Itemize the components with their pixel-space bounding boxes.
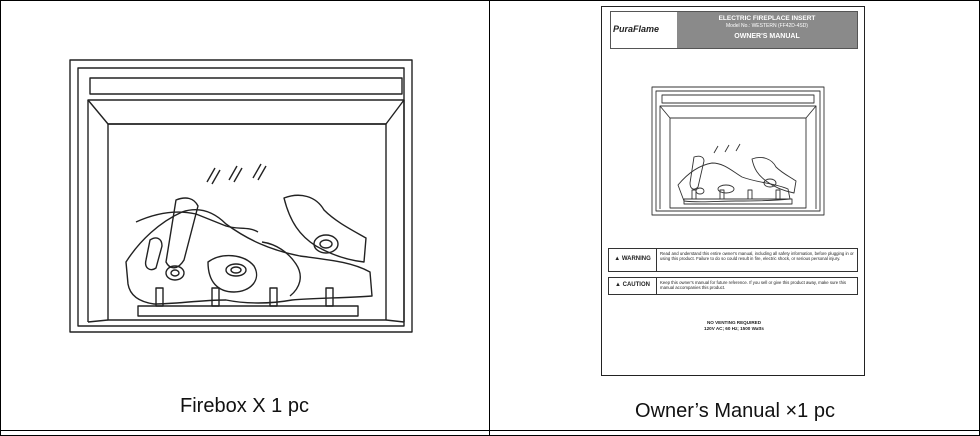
- warning-icon: ▲: [614, 256, 621, 263]
- owners-manual-cover: PuraFlame ELECTRIC FIREPLACE INSERT Mode…: [601, 6, 865, 376]
- caution-icon: ▲: [615, 282, 621, 289]
- manual-fireplace-illustration: [651, 86, 825, 216]
- model-number: Model No.: WESTERN (FF42D-4SD): [726, 23, 808, 29]
- firebox-illustration: [69, 59, 413, 333]
- manual-title: OWNER'S MANUAL: [734, 33, 800, 40]
- product-type: ELECTRIC FIREPLACE INSERT: [718, 15, 816, 22]
- power-rating: 120V AC; 60 Hz; 1500 Watts: [704, 326, 764, 331]
- manual-footer: NO VENTING REQUIRED 120V AC; 60 Hz; 1500…: [602, 320, 866, 332]
- venting-note: NO VENTING REQUIRED: [706, 320, 762, 325]
- manual-header: PuraFlame ELECTRIC FIREPLACE INSERT Mode…: [610, 11, 858, 49]
- warning-text: Read and understand this entire owner's …: [660, 251, 854, 262]
- manual-title-band: ELECTRIC FIREPLACE INSERT Model No.: WES…: [677, 12, 857, 48]
- panel-divider: [489, 0, 490, 436]
- bottom-rule: [0, 430, 980, 431]
- firebox-caption: Firebox X 1 pc: [180, 395, 309, 417]
- caution-text: Keep this owner's manual for future refe…: [660, 280, 847, 291]
- warning-box: ▲ WARNING Read and understand this entir…: [608, 248, 858, 272]
- manual-caption: Owner’s Manual ×1 pc: [635, 400, 835, 422]
- caution-label: CAUTION: [622, 282, 650, 289]
- brand-logo: PuraFlame: [613, 24, 660, 34]
- warning-label: WARNING: [621, 256, 651, 263]
- caution-box: ▲ CAUTION Keep this owner's manual for f…: [608, 277, 858, 295]
